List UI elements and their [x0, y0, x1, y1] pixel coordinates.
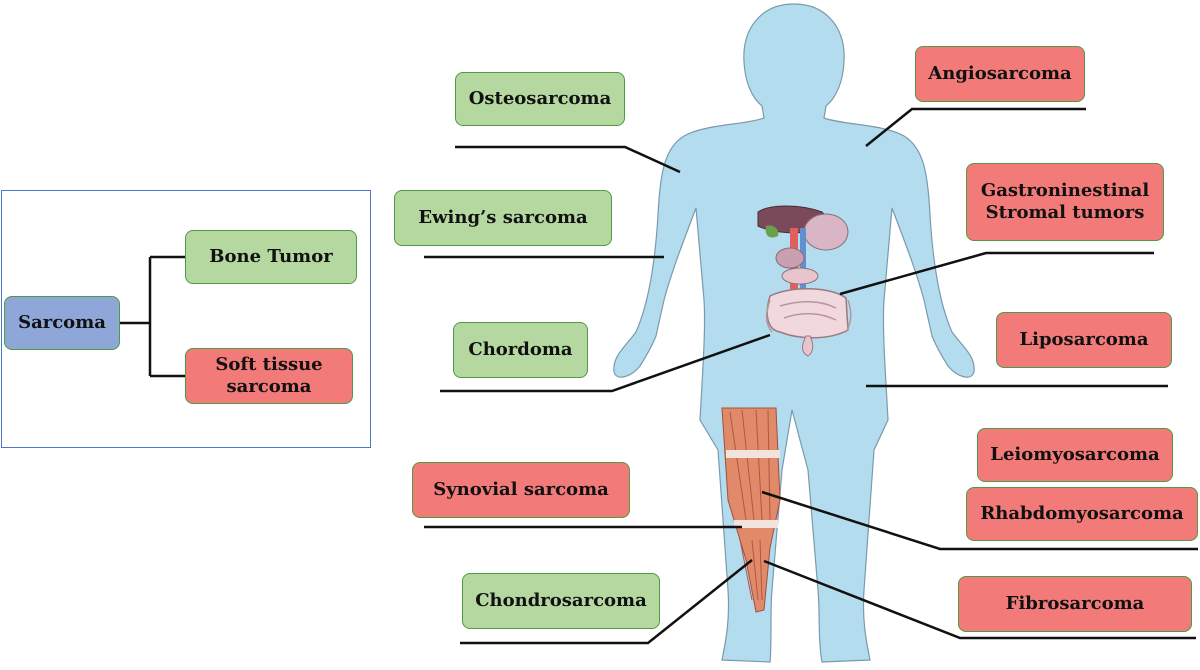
leiomyosarcoma-box: Leiomyosarcoma: [977, 428, 1173, 482]
soft-tissue-box: Soft tissue sarcoma: [185, 348, 353, 404]
fibrosarcoma-label: Fibrosarcoma: [1005, 592, 1145, 614]
angiosarcoma-box: Angiosarcoma: [915, 46, 1085, 102]
synovial-sarcoma-label: Synovial sarcoma: [433, 478, 609, 500]
chondrosarcoma-label: Chondrosarcoma: [475, 589, 647, 611]
fibrosarcoma-box: Fibrosarcoma: [958, 576, 1192, 632]
sarcoma-root-box: Sarcoma: [4, 296, 120, 350]
ewing-sarcoma-label: Ewing’s sarcoma: [418, 206, 588, 228]
synovial-sarcoma-box: Synovial sarcoma: [412, 462, 630, 518]
osteosarcoma-label: Osteosarcoma: [468, 87, 612, 109]
leader-fibrosarcoma: [763, 559, 1196, 640]
soft-tissue-label-line1: Soft tissue: [215, 353, 323, 375]
gist-label-line2: Stromal tumors: [985, 202, 1145, 223]
liposarcoma-box: Liposarcoma: [996, 312, 1172, 368]
leader-rhabdomyosarcoma: [761, 490, 1198, 551]
leader-chordoma: [440, 333, 771, 393]
liposarcoma-label: Liposarcoma: [1019, 328, 1149, 350]
chondrosarcoma-box: Chondrosarcoma: [462, 573, 660, 629]
leader-gist: [839, 251, 1154, 296]
rhabdomyosarcoma-box: Rhabdomyosarcoma: [966, 487, 1198, 541]
ewing-sarcoma-box: Ewing’s sarcoma: [394, 190, 612, 246]
osteosarcoma-box: Osteosarcoma: [455, 72, 625, 126]
leader-chondrosarcoma: [460, 559, 753, 645]
digestive-organs: [757, 205, 852, 357]
leader-angiosarcoma: [865, 107, 1086, 147]
leader-osteosarcoma: [455, 145, 681, 174]
gist-box: Gastroninestinal Stromal tumors: [966, 163, 1164, 241]
sarcoma-root-label: Sarcoma: [18, 311, 106, 333]
bone-tumor-box: Bone Tumor: [185, 230, 357, 284]
bone-tumor-label: Bone Tumor: [209, 245, 333, 267]
classification-frame: [1, 190, 371, 448]
leiomyosarcoma-label: Leiomyosarcoma: [990, 443, 1160, 465]
soft-tissue-label-line2: sarcoma: [226, 376, 312, 397]
rhabdomyosarcoma-label: Rhabdomyosarcoma: [980, 502, 1184, 524]
gist-label-line1: Gastroninestinal: [980, 179, 1150, 201]
angiosarcoma-label: Angiosarcoma: [928, 62, 1072, 84]
leader-lines: [424, 107, 1198, 645]
tree-connectors: [120, 255, 186, 378]
chordoma-label: Chordoma: [468, 338, 573, 360]
chordoma-box: Chordoma: [453, 322, 588, 378]
